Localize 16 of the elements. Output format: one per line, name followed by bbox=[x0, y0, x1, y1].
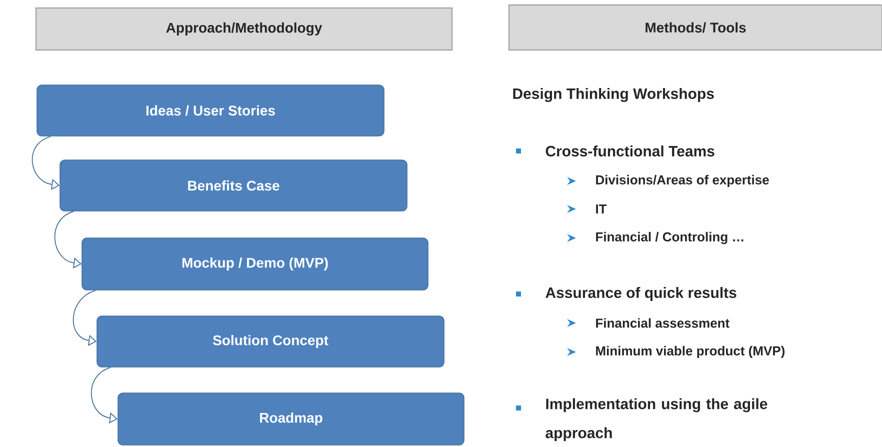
list-text: Assurance of quick results bbox=[546, 287, 736, 301]
list-text: Minimum viable product (MVP) bbox=[596, 346, 785, 358]
process-box: Ideas / User Stories bbox=[36, 84, 384, 136]
list-text: Financial / Controling … bbox=[596, 232, 744, 244]
list-text: Design Thinking Workshops bbox=[513, 88, 714, 102]
column-header: Approach/Methodology bbox=[35, 7, 453, 51]
process-box: Roadmap bbox=[118, 392, 464, 446]
list-text: IT bbox=[596, 204, 607, 214]
list-text: Divisions/Areas of expertise bbox=[596, 174, 769, 188]
column-header: Methods/ Tools bbox=[508, 4, 882, 51]
process-box: Benefits Case bbox=[60, 160, 408, 212]
list-text: Financial assessment bbox=[596, 318, 730, 328]
process-box: Solution Concept bbox=[96, 316, 444, 368]
list-text: Implementation using the agile approach bbox=[546, 398, 768, 442]
list-text: Cross-functional Teams bbox=[546, 146, 714, 156]
process-box: Mockup / Demo (MVP) bbox=[82, 238, 428, 290]
